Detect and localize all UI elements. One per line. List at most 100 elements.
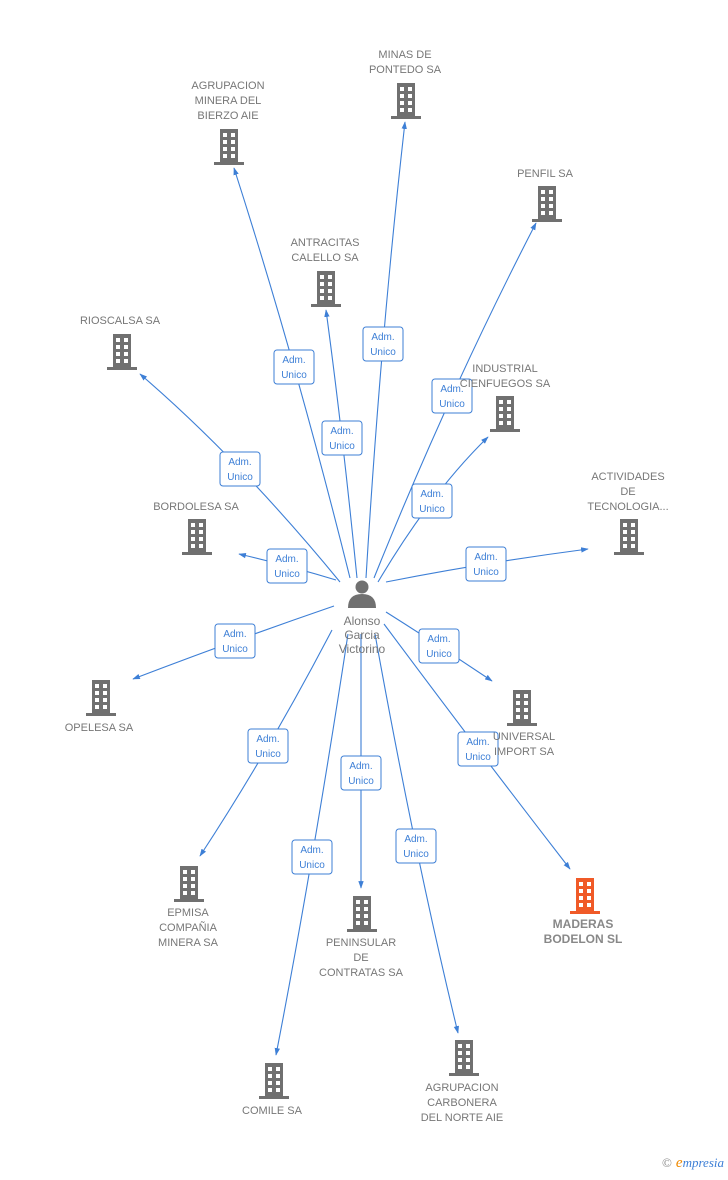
edge-label-comile[interactable]: Adm.Unico (291, 839, 333, 875)
edge-label-text: Adm. (330, 426, 353, 437)
edge-label-text: Unico (281, 370, 307, 381)
company-node-opelesa[interactable]: OPELESA SA (65, 680, 134, 734)
edge-label-text: Adm. (371, 332, 394, 343)
building-icon (347, 896, 377, 932)
company-name-line: PENFIL SA (517, 168, 573, 180)
edge-label-box (431, 378, 473, 414)
edge-label-text: Adm. (427, 634, 450, 645)
company-node-minas[interactable]: MINAS DE PONTEDO SA (369, 49, 442, 119)
edge-label-text: Adm. (228, 457, 251, 468)
edge-label-box (395, 828, 437, 864)
building-icon (214, 129, 244, 165)
footer-brand[interactable]: ©empresia (662, 1155, 724, 1172)
building-icon (507, 690, 537, 726)
edge-label-box (247, 728, 289, 764)
edge-label-box (291, 839, 333, 875)
company-node-agrupacion-bierzo[interactable]: AGRUPACION MINERA DEL BIERZO AIE (191, 80, 265, 165)
edge-label-box (465, 546, 507, 582)
edge-label-text: Adm. (440, 384, 463, 395)
edge-label-text: Adm. (256, 734, 279, 745)
edge-label-text: Unico (222, 644, 248, 655)
person-icon (348, 580, 376, 608)
company-name-line: MINAS DE (378, 49, 431, 61)
company-name-line: COMPAÑIA (159, 921, 218, 934)
edge-label-box (411, 483, 453, 519)
edge-label-maderas[interactable]: Adm. Unico (457, 731, 499, 767)
edge-label-text: Unico (403, 849, 429, 860)
company-name-line: CONTRATAS SA (319, 967, 404, 979)
edge-label-peninsular[interactable]: Adm.Unico (340, 755, 382, 791)
edge-label-text: Unico (255, 749, 281, 760)
company-name-line: BORDOLESA SA (153, 501, 239, 513)
edge-label-minas[interactable]: Adm.Unico (362, 326, 404, 362)
company-node-actividades[interactable]: ACTIVIDADES DE TECNOLOGIA... (587, 471, 669, 555)
edge-label-text: Adm. (420, 489, 443, 500)
edge-label-box (266, 548, 308, 584)
company-name-line: DE (353, 952, 368, 964)
company-name-line: OPELESA SA (65, 722, 134, 734)
edge-label-epmisa[interactable]: Adm. Unico (247, 728, 289, 764)
edge-label-text: Unico (473, 567, 499, 578)
building-icon (532, 186, 562, 222)
company-name-line: TECNOLOGIA... (587, 501, 668, 513)
edge-label-box (321, 420, 363, 456)
edge-label-universal[interactable]: Adm.Unico (418, 628, 460, 664)
person-name-line: Victorino (339, 642, 386, 656)
company-node-penfil[interactable]: PENFIL SA (517, 168, 574, 222)
edge-label-agrupacion-bierzo[interactable]: Adm.Unico (273, 349, 315, 385)
edge-label-text: Unico (299, 860, 325, 871)
company-name-line: IMPORT SA (494, 746, 555, 758)
edge-label-text: Adm. (466, 737, 489, 748)
edge-label-box (457, 731, 499, 767)
edge-label-industrial[interactable]: Adm. Unico (411, 483, 453, 519)
edge-label-rioscalsa[interactable]: Adm. Unico (219, 451, 261, 487)
company-node-rioscalsa[interactable]: RIOSCALSA SA (80, 315, 161, 370)
edge-label-text: Unico (465, 752, 491, 763)
company-node-peninsular[interactable]: PENINSULAR DE CONTRATAS SA (319, 896, 404, 979)
edge-label-box (214, 623, 256, 659)
building-icon (490, 396, 520, 432)
building-icon (182, 519, 212, 555)
edge-label-opelesa[interactable]: Adm. Unico (214, 623, 256, 659)
edge-label-text: Adm. (474, 552, 497, 563)
edge-label-box (219, 451, 261, 487)
company-name-line: CALELLO SA (291, 252, 359, 264)
edge-label-text: Unico (419, 504, 445, 515)
edge-label-text: Unico (348, 776, 374, 787)
edge-label-antracitas[interactable]: Adm. Unico (321, 420, 363, 456)
company-name-line: EPMISA (167, 907, 209, 919)
company-name-line: RIOSCALSA SA (80, 315, 161, 327)
company-node-bordolesa[interactable]: BORDOLESA SA (153, 501, 239, 555)
edge-label-agrupacion-carbonera[interactable]: Adm.Unico (395, 828, 437, 864)
building-icon (311, 271, 341, 307)
edge-label-text: Adm. (275, 554, 298, 565)
company-name-line: AGRUPACION (191, 80, 264, 92)
edge-label-penfil[interactable]: Adm. Unico (431, 378, 473, 414)
building-icon (174, 866, 204, 902)
company-name-line: MINERA DEL (195, 95, 262, 107)
company-name-line: PONTEDO SA (369, 64, 442, 76)
edge-label-text: Adm. (223, 629, 246, 640)
building-icon (570, 878, 600, 914)
building-icon (391, 83, 421, 119)
edge-label-text: Unico (439, 399, 465, 410)
edge-label-bordolesa[interactable]: Adm. Unico (266, 548, 308, 584)
edge-label-box (362, 326, 404, 362)
company-name-line: BIERZO AIE (197, 110, 258, 122)
company-name-line: ACTIVIDADES (591, 471, 664, 483)
edge-label-text: Unico (274, 569, 300, 580)
edge-label-box (340, 755, 382, 791)
company-node-comile[interactable]: COMILE SA (242, 1063, 303, 1117)
edge-label-text: Unico (329, 441, 355, 452)
edge-label-text: Unico (227, 472, 253, 483)
company-name-line: DE (620, 486, 635, 498)
edge-label-actividades[interactable]: Adm. Unico (465, 546, 507, 582)
company-name-line: PENINSULAR (326, 937, 396, 949)
